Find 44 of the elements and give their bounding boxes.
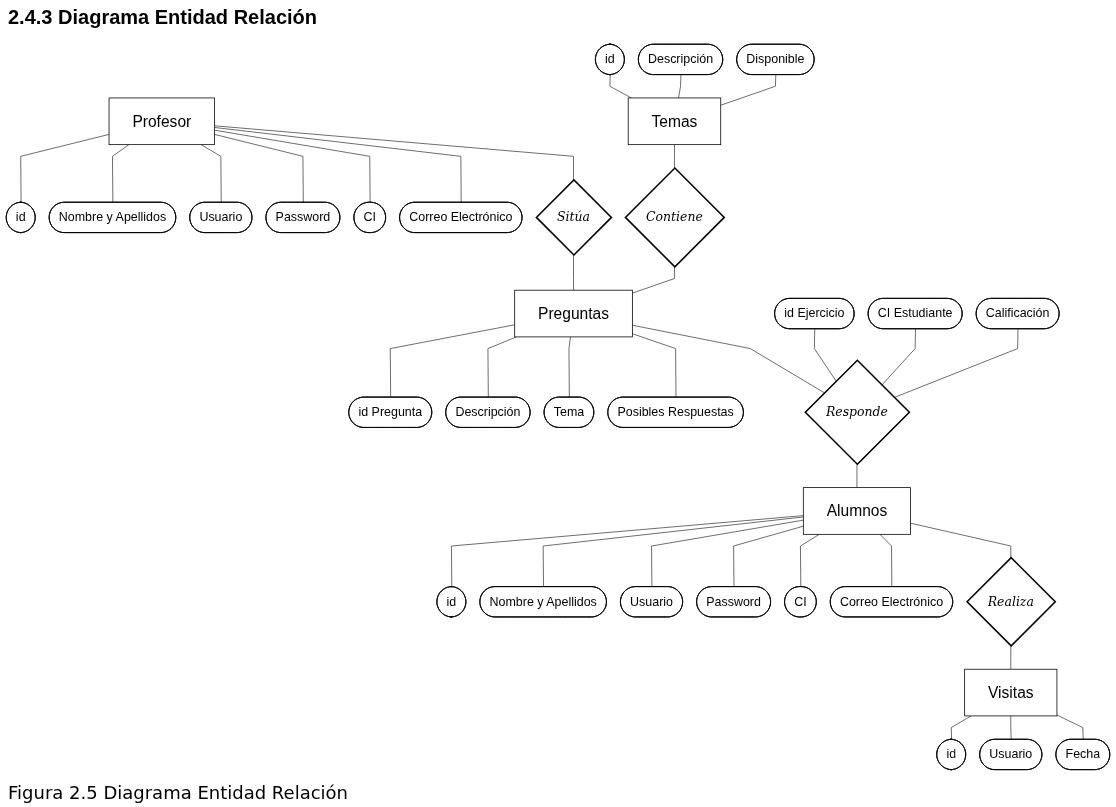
connector xyxy=(720,74,777,106)
connector xyxy=(568,336,571,398)
connector xyxy=(632,324,825,393)
connector xyxy=(214,133,304,203)
connector xyxy=(389,323,516,398)
node-box: Temas xyxy=(627,97,722,145)
connector xyxy=(800,533,820,587)
connector xyxy=(678,74,682,98)
connector xyxy=(879,533,893,587)
connector xyxy=(1056,714,1084,740)
connector xyxy=(214,129,371,203)
figure-caption: Figura 2.5 Diagrama Entidad Relación xyxy=(8,782,349,803)
connector xyxy=(1010,645,1012,670)
connector xyxy=(573,254,574,291)
node-box: Profesor xyxy=(108,97,215,145)
diagram-title: 2.4.3 Diagrama Entidad Relación xyxy=(8,6,318,29)
node-box: Alumnos xyxy=(802,486,911,535)
node-diamond: Realiza xyxy=(966,556,1057,647)
connector xyxy=(881,328,916,386)
connector xyxy=(632,266,675,294)
connector xyxy=(950,715,972,740)
connector xyxy=(214,126,462,203)
connector xyxy=(542,516,804,587)
connector xyxy=(632,332,677,398)
connector xyxy=(893,328,1019,398)
connector xyxy=(1010,715,1012,740)
node-box: Visitas xyxy=(964,668,1058,716)
connector xyxy=(651,519,804,587)
node-diamond: Contiene xyxy=(624,166,726,268)
connector xyxy=(609,74,632,98)
connector xyxy=(856,463,858,488)
connector xyxy=(200,143,222,203)
connector xyxy=(814,328,837,382)
connector xyxy=(112,143,130,203)
connector xyxy=(674,143,675,168)
connector xyxy=(910,522,1012,558)
connector xyxy=(214,124,574,180)
node-diamond: Responde xyxy=(804,358,911,465)
connector xyxy=(20,133,110,203)
node-box: Preguntas xyxy=(514,289,633,337)
connector xyxy=(733,525,804,587)
node-diamond: Sitúa xyxy=(535,178,613,256)
connector xyxy=(451,514,804,587)
connector xyxy=(487,336,517,398)
